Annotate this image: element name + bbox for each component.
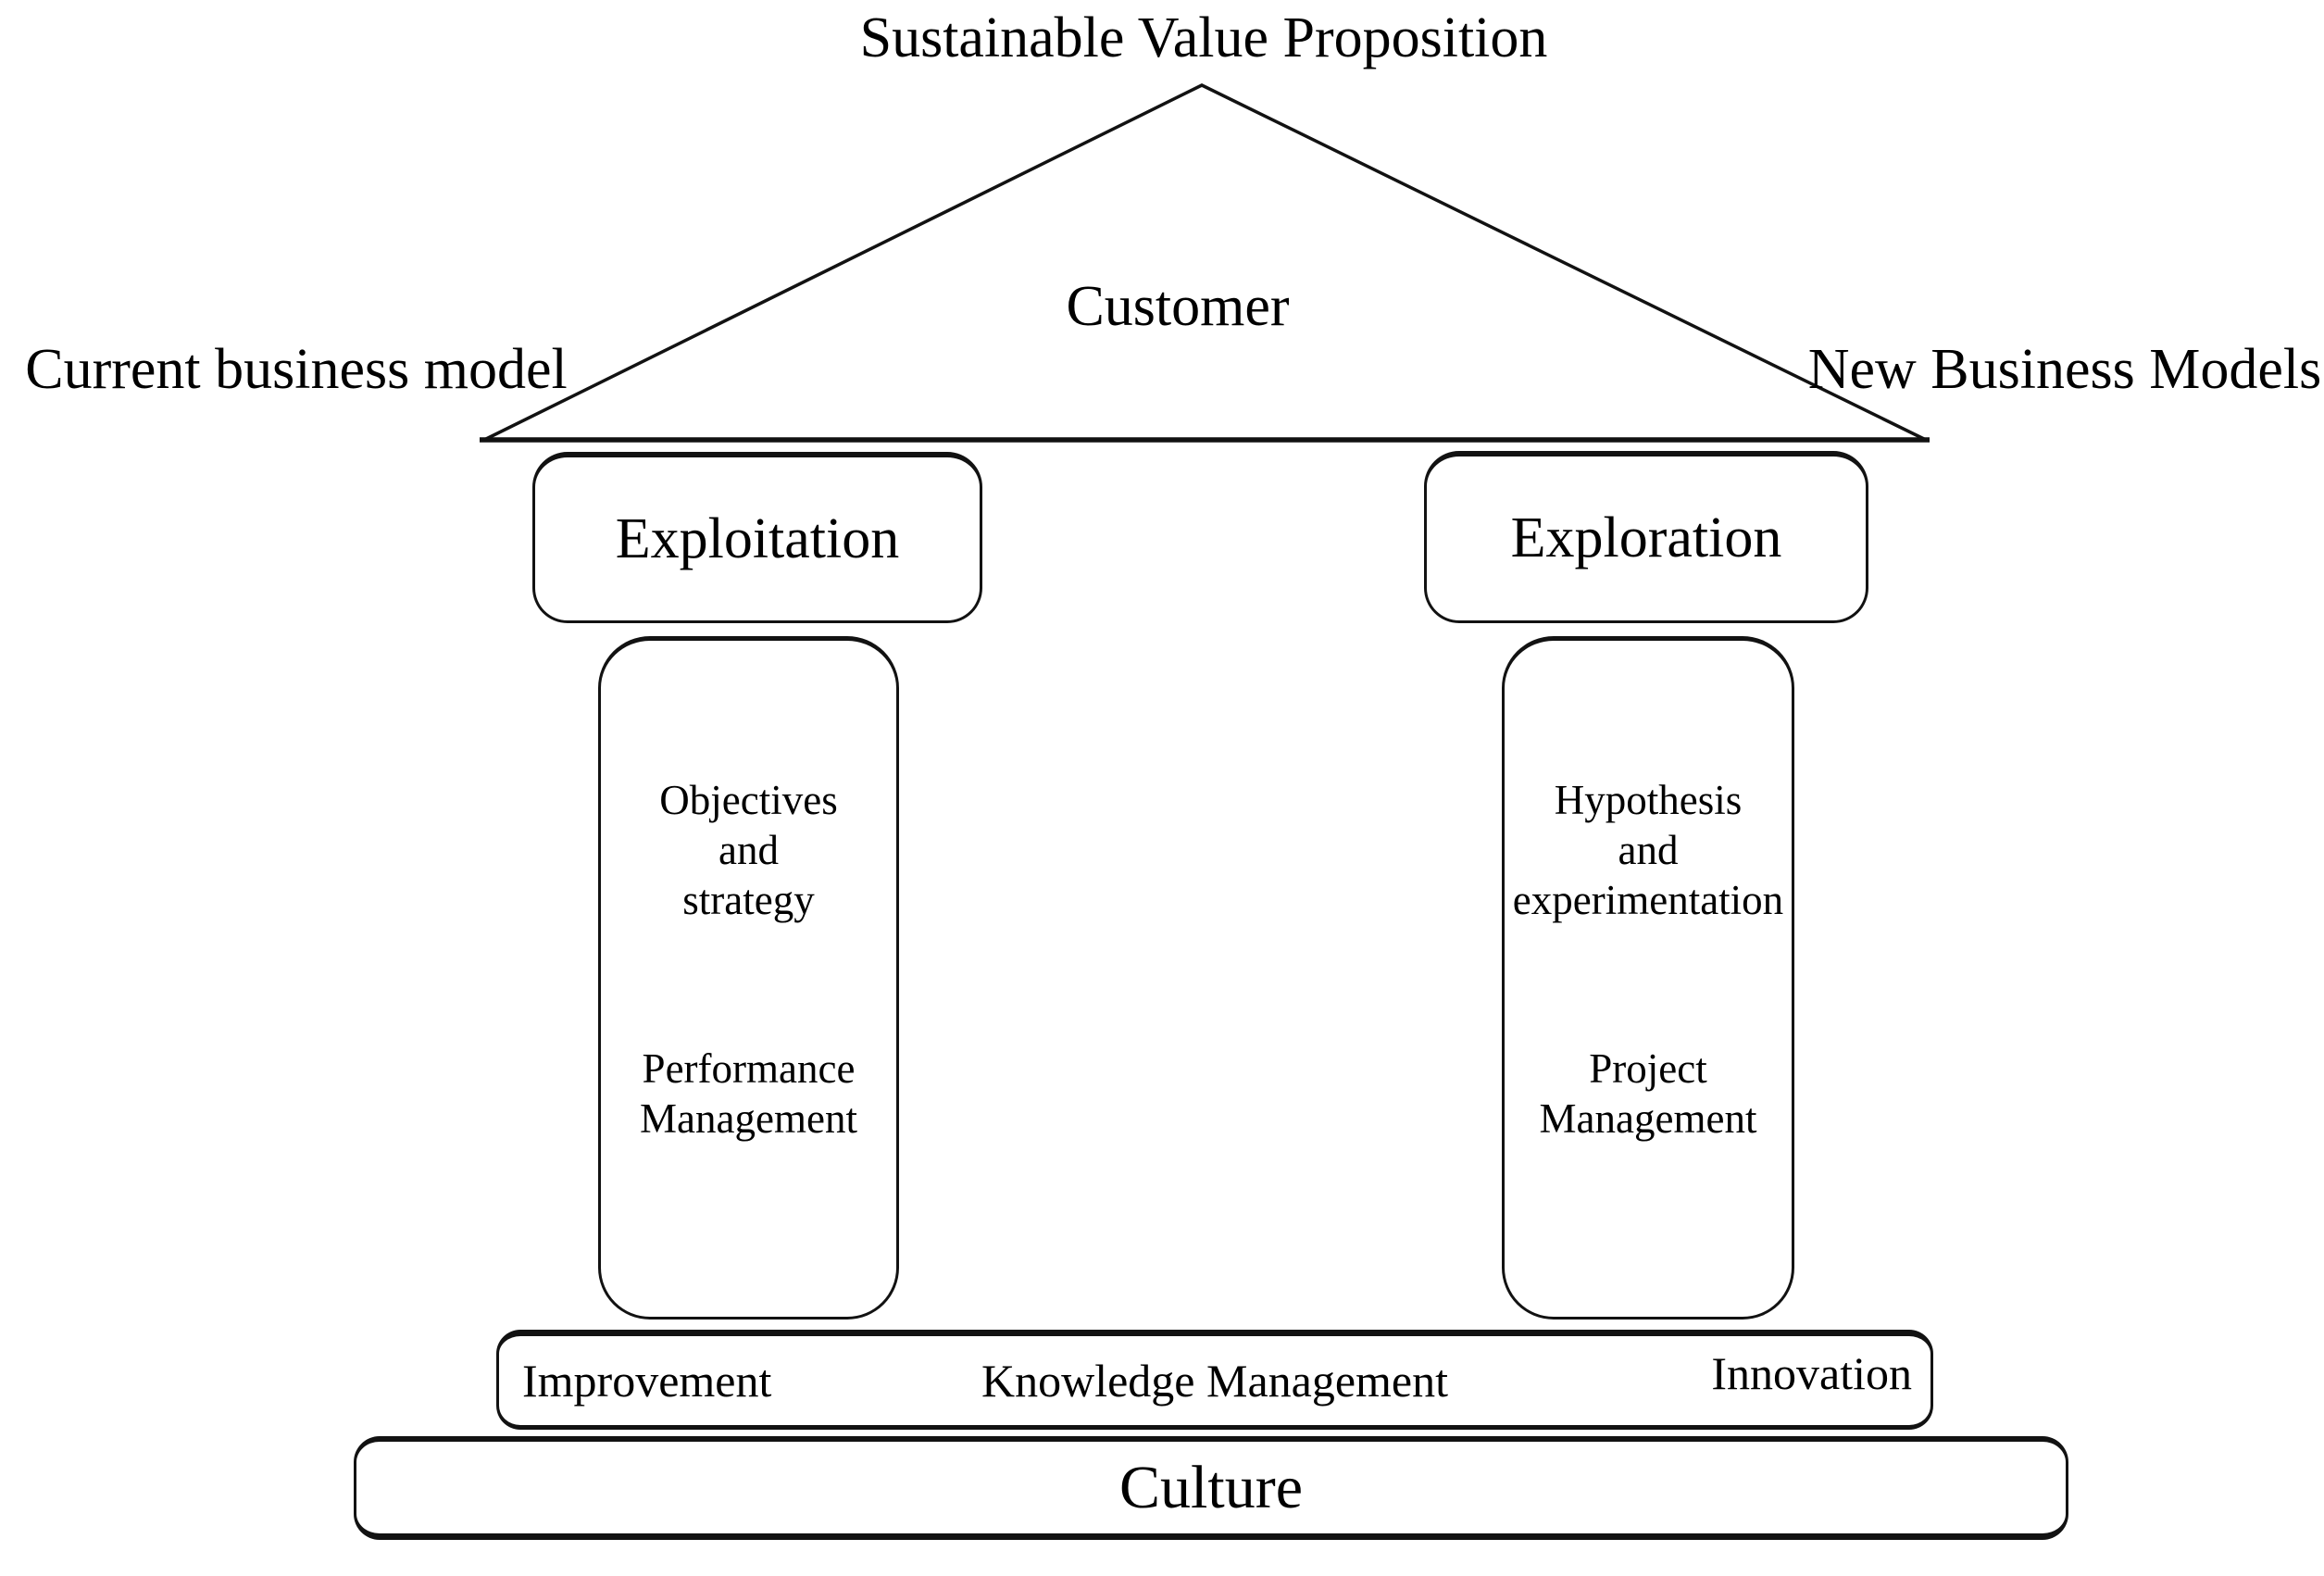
- exploration-label: Exploration: [1510, 507, 1782, 569]
- text-line: Management: [1539, 1095, 1757, 1142]
- current-business-model-label: Current business model: [25, 338, 568, 401]
- text-line: Performance: [642, 1045, 856, 1092]
- exploration-box: Exploration: [1424, 451, 1868, 623]
- exploitation-label: Exploitation: [615, 507, 900, 570]
- pillar-exploitation: Objectives and strategy Performance Mana…: [598, 636, 899, 1320]
- new-business-models-label: New Business Models: [1807, 338, 2322, 401]
- pillar-exploration: Hypothesis and experimentation Project M…: [1502, 636, 1794, 1320]
- pillar-right-bottom-text: Project Management: [1540, 1044, 1757, 1144]
- text-line: and: [718, 827, 779, 873]
- text-line: Hypothesis: [1554, 777, 1743, 823]
- innovation-label: Innovation: [1711, 1347, 1912, 1399]
- text-line: Objectives: [659, 777, 838, 823]
- pillar-left-bottom-text: Performance Management: [640, 1044, 857, 1144]
- roof-customer-label: Customer: [1066, 275, 1290, 338]
- culture-bar: Culture: [354, 1436, 2068, 1540]
- knowledge-management-label: Knowledge Management: [981, 1355, 1449, 1407]
- text-line: Management: [640, 1095, 857, 1142]
- text-line: Project: [1589, 1045, 1707, 1092]
- knowledge-management-bar: Improvement Knowledge Management Innovat…: [496, 1330, 1933, 1430]
- pillar-left-top-text: Objectives and strategy: [659, 775, 837, 925]
- roof-triangle: [480, 83, 1930, 443]
- diagram-title: Sustainable Value Proposition: [859, 6, 1548, 69]
- text-line: strategy: [682, 877, 815, 923]
- culture-label: Culture: [1119, 1453, 1303, 1521]
- text-line: and: [1618, 827, 1679, 873]
- pillar-right-top-text: Hypothesis and experimentation: [1513, 775, 1783, 925]
- exploitation-box: Exploitation: [532, 452, 982, 623]
- improvement-label: Improvement: [522, 1355, 772, 1407]
- roof-triangle-shape: [483, 83, 1927, 442]
- text-line: experimentation: [1512, 877, 1784, 923]
